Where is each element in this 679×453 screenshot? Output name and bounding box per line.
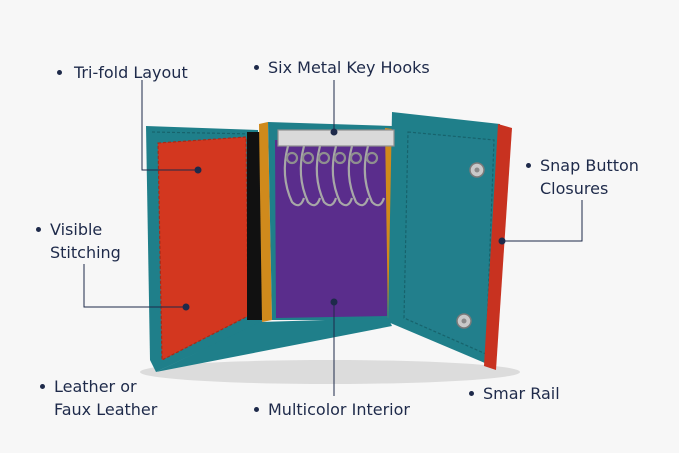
- callout-dot-trifold: [194, 166, 202, 174]
- red-rail: [484, 124, 512, 370]
- label-trifold-layout: Tri-fold Layout: [74, 63, 188, 82]
- callout-dot-snap: [498, 237, 506, 245]
- label-multicolor-interior: Multicolor Interior: [268, 400, 410, 419]
- wallet-shadow: [140, 360, 520, 384]
- bullet-stitching: [36, 227, 41, 232]
- label-leather-line1: Leather or: [54, 377, 137, 396]
- label-snap-line2: Closures: [540, 179, 609, 198]
- right-panel: [388, 112, 512, 370]
- label-stitching-line2: Stitching: [50, 243, 121, 262]
- label-snap-line1: Snap Button: [540, 156, 639, 175]
- label-stitching-line1: Visible: [50, 220, 103, 239]
- callout-dot-stitching: [182, 303, 190, 311]
- bullet-trifold: [57, 70, 62, 75]
- callout-lines: [83, 80, 583, 396]
- callout-dot-interior: [330, 298, 338, 306]
- callout-line-snap: [502, 200, 583, 242]
- bullet-rail: [469, 391, 474, 396]
- purple-interior: [275, 140, 389, 318]
- callout-dot-key-hooks: [330, 128, 338, 136]
- callout-line-stitching: [83, 264, 186, 308]
- callout-dots: [182, 128, 506, 311]
- key-hooks: [277, 129, 395, 207]
- label-smar-rail: Smar Rail: [483, 384, 560, 403]
- label-key-hooks: Six Metal Key Hooks: [268, 58, 430, 77]
- bullet-snap: [526, 163, 531, 168]
- bullet-leather: [40, 384, 45, 389]
- bullet-key-hooks: [254, 65, 259, 70]
- label-leather-line2: Faux Leather: [54, 400, 158, 419]
- bullet-interior: [254, 407, 259, 412]
- callout-line-trifold: [141, 80, 198, 171]
